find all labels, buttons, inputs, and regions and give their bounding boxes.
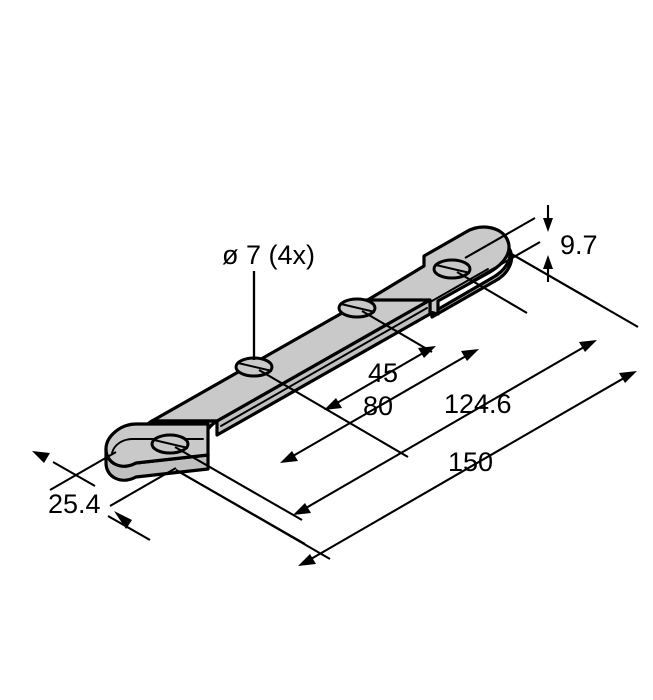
- dim-80-label: 80: [363, 391, 393, 421]
- dim-9-7-label: 9.7: [560, 230, 598, 260]
- bm-beam-seam: [220, 307, 428, 427]
- dim-45-line: [329, 348, 431, 408]
- dim-150-arrow-right: [619, 371, 637, 383]
- dim-25-4-label: 25.4: [48, 489, 101, 519]
- dim-9-7-arrow-lower: [543, 255, 553, 269]
- dim-150-label: 150: [448, 447, 493, 477]
- dim-9-7-arrow-upper: [543, 218, 553, 232]
- dim-25-4-line-left: [52, 461, 96, 487]
- bm-lpad-seam: [111, 438, 204, 454]
- witness-right-pad-hole: [456, 271, 528, 314]
- dim-45-arrow-right: [418, 346, 436, 358]
- hole-beam-left-centerline: [237, 362, 273, 372]
- dim-80-arrow-left: [280, 451, 298, 463]
- dim-25-4-line-right: [107, 515, 151, 541]
- witness-left-end-2: [109, 467, 177, 507]
- dim-124-6-arrow-right: [579, 340, 597, 352]
- hole-left-pad-centerline: [153, 439, 189, 449]
- hole-callout-group: ø 7 (4x): [222, 240, 315, 360]
- dim-25-4-arrow-left: [32, 451, 50, 463]
- dim-45-label: 45: [368, 358, 398, 388]
- dim-80-line: [285, 351, 474, 461]
- witness-bottom-left-2: [175, 469, 331, 560]
- dim-124-6-label: 124.6: [444, 389, 512, 419]
- dim-9-7: 9.7: [543, 205, 598, 282]
- dim-150: 150: [298, 371, 637, 566]
- witness-left-end: [49, 451, 117, 491]
- witness-beam-left-hole: [258, 369, 409, 458]
- witness-beam-right-hole: [361, 310, 433, 353]
- dim-45: 45: [324, 346, 436, 410]
- dim-124-6-line: [298, 342, 592, 513]
- dim-150-arrow-left: [298, 554, 316, 566]
- hole-callout-label: ø 7 (4x): [222, 240, 315, 270]
- dim-80-arrow-right: [461, 349, 479, 361]
- witness-step-top: [464, 217, 536, 259]
- hole-right-pad-centerline: [435, 264, 471, 274]
- hole-beam-right-centerline: [340, 303, 376, 313]
- dim-124-6-arrow-left: [293, 503, 311, 515]
- bm-rpad-seam: [431, 268, 489, 302]
- witness-left-pad-hole: [174, 446, 303, 521]
- witness-step-bottom: [469, 241, 541, 283]
- dim-45-arrow-left: [324, 398, 342, 410]
- dim-150-line: [303, 373, 632, 564]
- dim-124-6: 124.6: [293, 340, 597, 515]
- dim-25-4: 25.4: [32, 451, 151, 541]
- dim-80: 80: [280, 349, 479, 463]
- dim-25-4-arrow-right: [114, 511, 132, 529]
- witness-right-end-2: [507, 251, 639, 328]
- witness-lines: [49, 217, 639, 560]
